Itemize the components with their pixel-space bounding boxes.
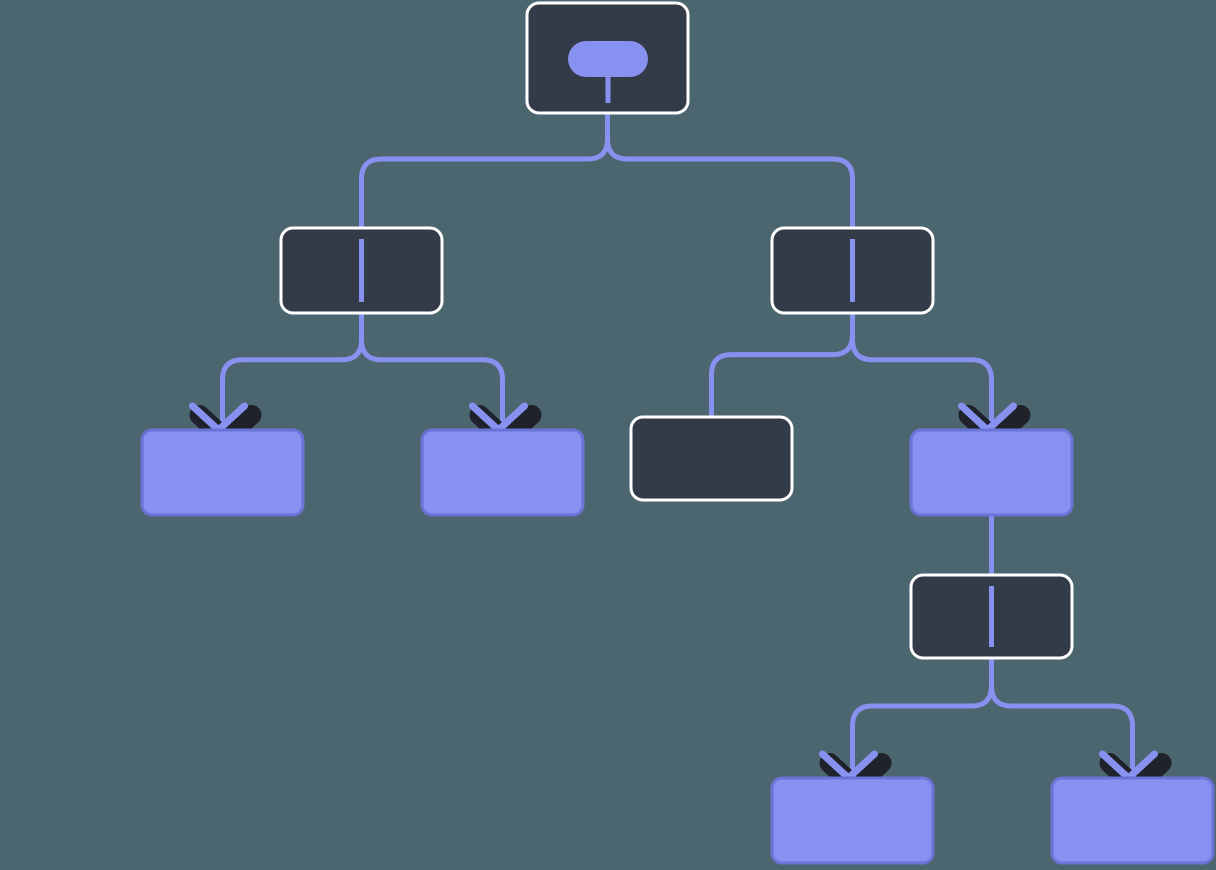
edge-line (359, 113, 610, 228)
edge-l2right-to-l3c (709, 313, 855, 417)
edge-root-to-l2left (359, 113, 610, 228)
node-l3-b[interactable] (420, 428, 585, 517)
edge-l2left-to-l3b (359, 313, 505, 430)
node-l5-a[interactable] (770, 776, 935, 865)
node-l5-b[interactable] (1050, 776, 1215, 865)
edge-line (989, 658, 1135, 778)
edge-root-to-l2right (605, 113, 855, 228)
node-root[interactable] (525, 1, 690, 115)
node-l4[interactable] (909, 573, 1074, 660)
edge-l4-to-l5b (989, 658, 1135, 778)
node-purple-box[interactable] (140, 428, 305, 517)
node-l3-d[interactable] (909, 428, 1074, 517)
edge-line (359, 313, 505, 430)
edge-layer (220, 113, 1135, 778)
node-inner-pill (568, 41, 648, 77)
node-l2-left[interactable] (279, 226, 444, 315)
edge-l2right-to-l3d (850, 313, 994, 430)
node-purple-box[interactable] (420, 428, 585, 517)
node-purple-box[interactable] (770, 776, 935, 865)
node-dark-box[interactable] (629, 415, 794, 502)
node-purple-box[interactable] (909, 428, 1074, 517)
node-l3-a[interactable] (140, 428, 305, 517)
node-purple-box[interactable] (1050, 776, 1215, 865)
node-l2-right[interactable] (770, 226, 935, 315)
edge-line (850, 313, 994, 430)
edge-line (605, 113, 855, 228)
edge-line (709, 313, 855, 417)
node-l3-c[interactable] (629, 415, 794, 502)
node-layer (140, 1, 1215, 865)
